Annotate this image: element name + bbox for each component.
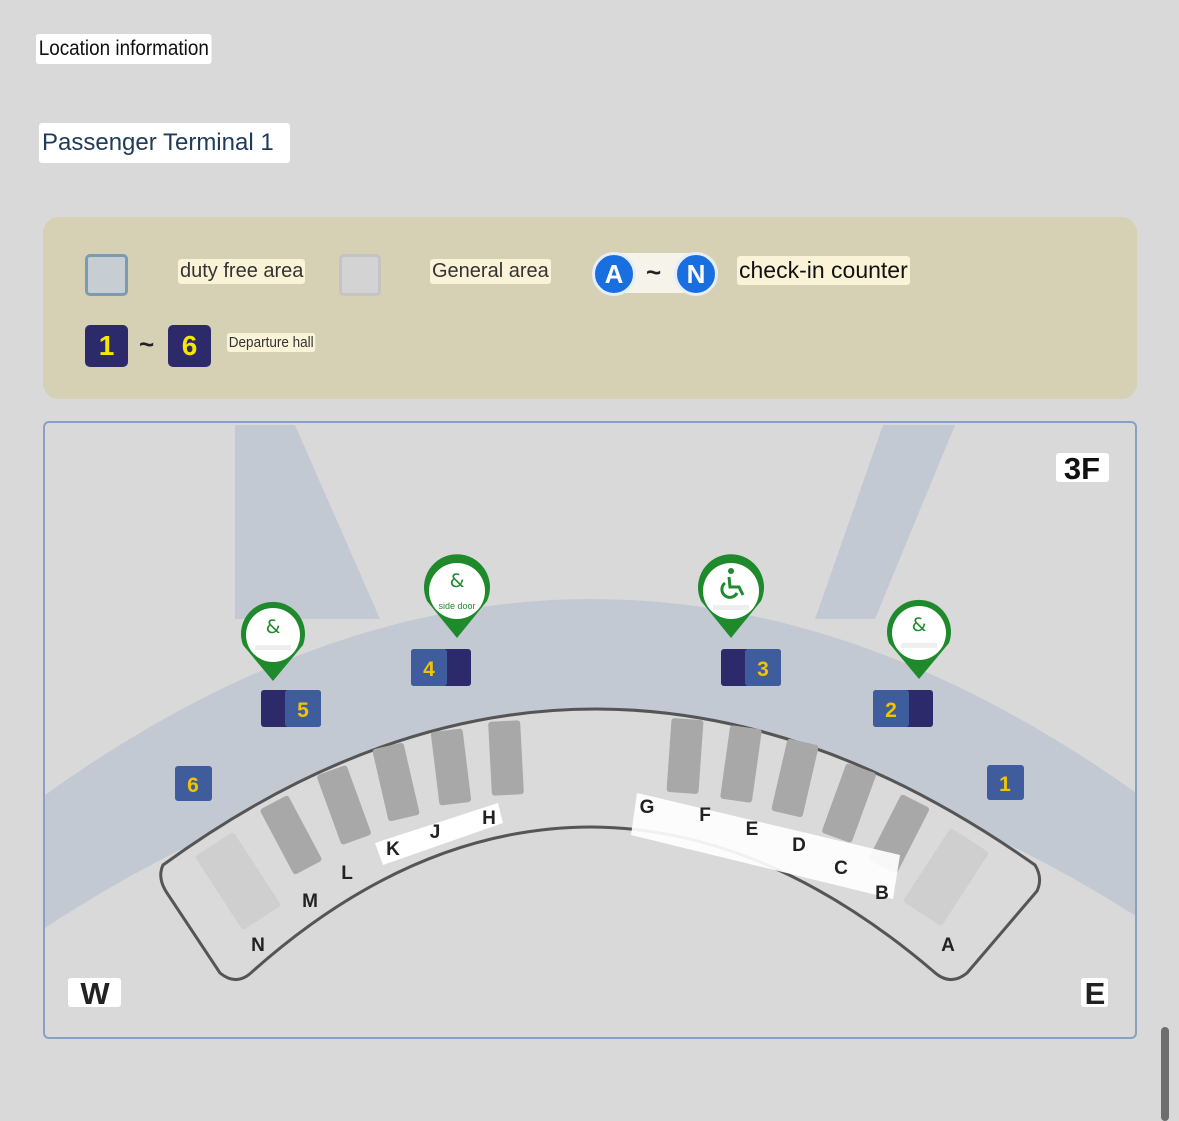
east-label-bg <box>1081 978 1108 1007</box>
duty-free-swatch <box>85 254 128 296</box>
departure-hall-6-badge: 6 <box>168 325 211 367</box>
hall-1-marker[interactable] <box>987 765 1024 800</box>
ampersand-icon: & <box>266 616 281 638</box>
ampersand-icon: & <box>912 614 927 636</box>
counter-label-c: C <box>834 858 848 879</box>
checkin-range-separator: ~ <box>646 257 662 287</box>
departure-hall-range-separator: ~ <box>139 329 155 359</box>
floor-label: 3F <box>1064 451 1100 486</box>
counter-label-j: J <box>430 822 441 843</box>
checkin-counter-label: check-in counter <box>737 256 910 285</box>
counter-island-e <box>771 738 819 818</box>
checkin-a-badge: A <box>592 252 636 296</box>
general-area-label: General area <box>430 259 551 284</box>
west-label-bg <box>68 978 121 1007</box>
counter-label-g: G <box>640 797 655 818</box>
counter-island-g <box>666 718 704 794</box>
checkin-n-badge: N <box>674 252 718 296</box>
airside-curve-road <box>45 599 1135 928</box>
counter-island-j <box>430 728 472 806</box>
hall-2-number: 2 <box>885 699 897 722</box>
entrance-caption: side door <box>438 601 475 611</box>
counter-island-l <box>317 765 371 845</box>
entrance-pin-hall-2[interactable]: & <box>886 599 951 679</box>
west-access-road <box>235 425 380 619</box>
counter-label-f: F <box>699 805 711 826</box>
hall-4-number: 4 <box>423 658 435 681</box>
counter-label-k: K <box>386 839 400 860</box>
floor-label-bg <box>1056 453 1109 482</box>
counter-island-d <box>822 763 876 843</box>
counter-island-h <box>488 720 524 796</box>
counter-label-m: M <box>302 891 318 912</box>
counter-label-h: H <box>482 808 496 829</box>
counter-island-k <box>372 742 420 822</box>
departure-hall-label: Departure hall <box>227 333 316 352</box>
east-compass-label: E <box>1085 976 1106 1011</box>
counter-label-n: N <box>251 935 265 956</box>
wheelchair-icon <box>720 568 745 599</box>
east-access-road <box>815 425 955 619</box>
departure-hall-1-badge: 1 <box>85 325 128 367</box>
label-strip-east <box>631 793 900 899</box>
label-strip-west <box>375 803 503 865</box>
hall-5-number: 5 <box>297 699 309 722</box>
west-compass-label: W <box>80 976 110 1011</box>
counter-label-e: E <box>746 819 759 840</box>
counter-island-m <box>260 795 322 875</box>
counter-island-a <box>903 828 989 926</box>
hall-3-number: 3 <box>757 658 769 681</box>
tab-passenger-terminal-1[interactable]: Passenger Terminal 1 <box>39 123 290 163</box>
counter-island-f <box>720 725 762 803</box>
ampersand-icon: & <box>450 570 465 592</box>
counter-label-b: B <box>875 883 889 904</box>
terminal-floor-map[interactable]: A B C D E F G H J K L M N 1 2 3 4 <box>43 421 1137 1039</box>
map-legend: duty free area General area A ~ N check-… <box>43 217 1137 399</box>
general-area-swatch <box>339 254 381 296</box>
entrance-pin-hall-3[interactable] <box>698 554 764 638</box>
counter-island-n <box>195 832 281 930</box>
page-scrollbar[interactable] <box>1161 1027 1169 1121</box>
location-information-title: Location information <box>36 34 212 64</box>
hall-1-number: 1 <box>999 773 1011 796</box>
entrance-pin-hall-4[interactable]: & side door <box>424 554 491 638</box>
counter-label-a: A <box>941 935 955 956</box>
duty-free-label: duty free area <box>178 259 306 284</box>
hall-6-number: 6 <box>187 774 199 797</box>
counter-label-l: L <box>341 863 353 884</box>
counter-label-d: D <box>792 835 806 856</box>
terminal-map-svg: A B C D E F G H J K L M N 1 2 3 4 <box>45 425 1135 1011</box>
entrance-pin-hall-5[interactable]: & <box>241 601 305 681</box>
hall-6-marker[interactable] <box>175 766 212 801</box>
